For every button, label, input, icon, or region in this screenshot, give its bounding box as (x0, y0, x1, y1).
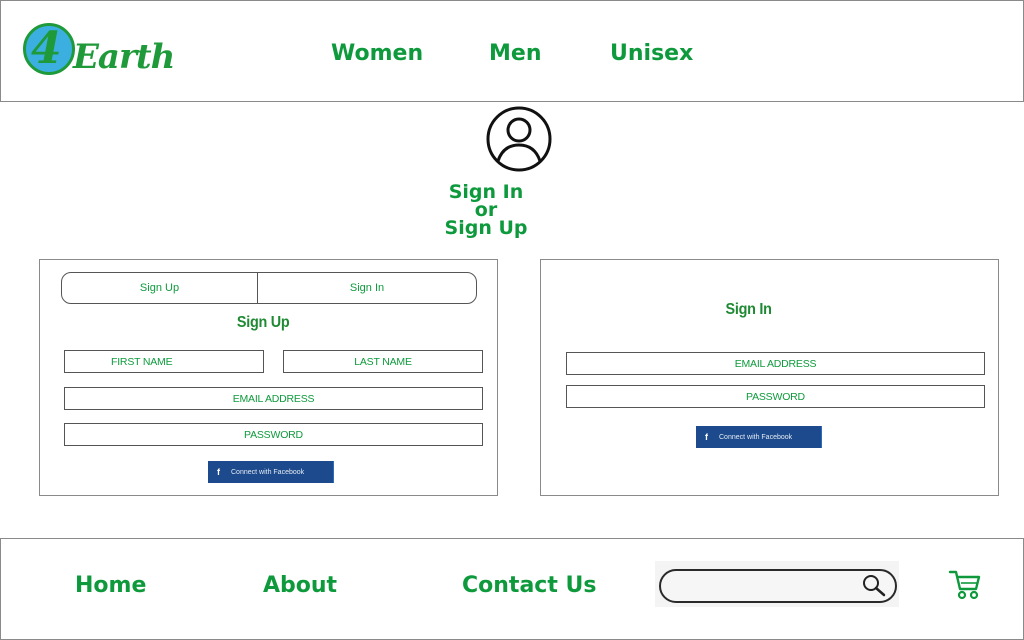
globe-icon (23, 23, 75, 75)
title-sign-up: Sign Up (444, 217, 528, 239)
logo-mark: 4 (31, 23, 62, 74)
last-name-field[interactable]: LAST NAME (283, 350, 483, 373)
nav-men[interactable]: Men (489, 41, 542, 66)
facebook-icon: f (705, 432, 708, 442)
signin-panel: Sign In EMAIL ADDRESS PASSWORD f Connect… (540, 259, 999, 496)
first-name-field[interactable]: FIRST NAME (64, 350, 264, 373)
facebook-connect-button[interactable]: f Connect with Facebook (208, 461, 334, 483)
brand-logo[interactable]: 4 Earth (21, 21, 175, 81)
logo-text: Earth (73, 37, 175, 77)
search-input[interactable] (659, 569, 897, 603)
search-icon[interactable] (861, 573, 887, 599)
page-title: Sign In or Sign Up (440, 181, 532, 239)
tab-sign-up[interactable]: Sign Up (62, 273, 258, 303)
cart-icon[interactable] (948, 569, 982, 601)
footer-contact-link[interactable]: Contact Us (462, 573, 597, 598)
nav-unisex[interactable]: Unisex (610, 41, 694, 66)
signin-password-field[interactable]: PASSWORD (566, 385, 985, 408)
signin-facebook-connect-button[interactable]: f Connect with Facebook (696, 426, 822, 448)
user-circle-icon (486, 106, 552, 172)
title-sign-in: Sign In (448, 181, 524, 203)
site-header: 4 Earth Women Men Unisex (0, 0, 1024, 102)
facebook-button-label: Connect with Facebook (231, 468, 305, 476)
facebook-icon: f (217, 467, 220, 477)
signin-email-field[interactable]: EMAIL ADDRESS (566, 352, 985, 375)
facebook-button-label: Connect with Facebook (719, 433, 793, 441)
signin-heading: Sign In (725, 301, 772, 318)
email-field[interactable]: EMAIL ADDRESS (64, 387, 483, 410)
tab-sign-in[interactable]: Sign In (349, 282, 385, 294)
site-footer: Home About Contact Us (0, 538, 1024, 640)
auth-toggle: Sign Up Sign In (61, 272, 477, 304)
footer-home-link[interactable]: Home (75, 573, 147, 598)
password-field[interactable]: PASSWORD (64, 423, 483, 446)
signup-heading: Sign Up (236, 314, 290, 331)
nav-women[interactable]: Women (331, 41, 424, 66)
footer-about-link[interactable]: About (263, 573, 338, 598)
search-box (655, 561, 899, 607)
signup-panel: Sign Up Sign In Sign Up FIRST NAME LAST … (39, 259, 498, 496)
title-or: or (474, 199, 498, 221)
